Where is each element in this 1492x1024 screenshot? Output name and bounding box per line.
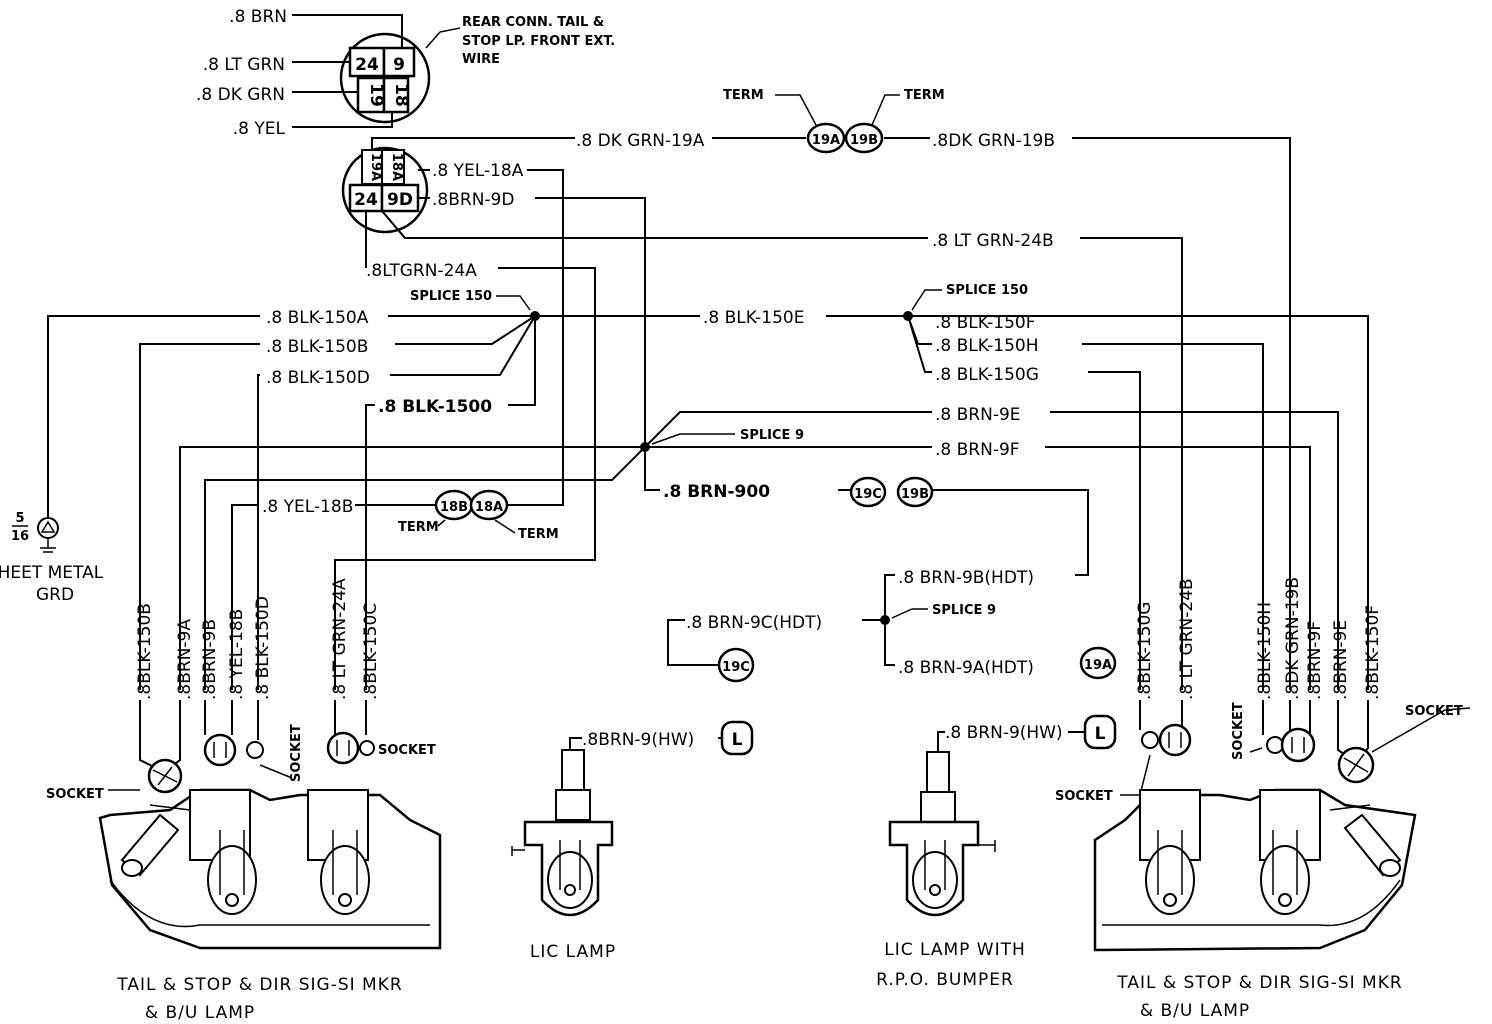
wire-label-brn-9-hw-1: .8BRN-9(HW) xyxy=(582,730,694,750)
wire-label-blk-150d: .8 BLK-150D xyxy=(266,368,370,388)
vlabel-brn-9e: .8BRN-9E xyxy=(1331,620,1351,700)
left-lamp-caption-2: & B/U LAMP xyxy=(145,1003,255,1023)
term-19c-hdt-end: 19C xyxy=(722,660,750,675)
vlabel-brn-9b: .8BRN-9B xyxy=(200,619,220,700)
term-19a-hdt-end: 19A xyxy=(1084,658,1112,673)
wire-label-dk-grn: .8 DK GRN xyxy=(196,85,285,105)
term-19b: 19B xyxy=(850,133,878,148)
right-lamp-caption-2: & B/U LAMP xyxy=(1140,1001,1250,1021)
hdt-harness: 19C 19B .8 BRN-9B(HDT) .8 BRN-9C(HDT) .8… xyxy=(667,476,1117,683)
splice-9-label: SPLICE 9 xyxy=(740,428,804,443)
wire-label-brn: .8 BRN xyxy=(229,7,287,27)
term-18a: 18A xyxy=(475,500,503,515)
term-l-2: L xyxy=(1095,724,1106,744)
wire-label-brn-9f: .8 BRN-9F xyxy=(935,440,1020,460)
wire-label-yel-18b: .8 YEL-18B xyxy=(262,497,353,517)
upper-wiring: .8 DK GRN-19A .8DK GRN-19B 19A 19B TERM … xyxy=(0,88,1369,690)
wire-label-blk-1500: .8 BLK-1500 xyxy=(378,397,492,417)
term-label-19b: TERM xyxy=(904,88,945,103)
socket-label-right-2: SOCKET xyxy=(1231,702,1246,760)
wire-label-brn-9-hw-2: .8 BRN-9(HW) xyxy=(945,723,1063,743)
wire-label-dk-grn-19a: .8 DK GRN-19A xyxy=(576,131,705,151)
connector-note-line2: STOP LP. FRONT EXT. xyxy=(462,34,615,49)
vlabel-blk-150f: .8BLK-150F xyxy=(1363,605,1383,700)
wire-label-brn-9a-hdt: .8 BRN-9A(HDT) xyxy=(898,658,1034,678)
vlabel-blk-150c: .8BLK-150C xyxy=(361,603,381,700)
cavity-19: 19 xyxy=(366,83,386,107)
wire-label-lt-grn: .8 LT GRN xyxy=(203,55,285,75)
wire-label-blk-150b: .8 BLK-150B xyxy=(266,337,368,357)
vlabel-brn-9f: .8BRN-9F xyxy=(1305,621,1325,700)
wire-label-yel: .8 YEL xyxy=(233,119,286,139)
socket-label-left-3: SOCKET xyxy=(378,743,436,758)
term-l-1: L xyxy=(732,730,743,750)
ground-size-den: 16 xyxy=(11,529,29,544)
vlabel-blk-150h: .8BLK-150H xyxy=(1255,602,1275,700)
wire-label-lt-grn-24b: .8 LT GRN-24B xyxy=(932,231,1054,251)
term-19a: 19A xyxy=(812,133,840,148)
ground-size-num: 5 xyxy=(15,511,24,526)
middle-connector: 19A 18A 24 9D .8 YEL-18A .8BRN-9D .8LTGR… xyxy=(341,146,524,281)
ground-label-line2: GRD xyxy=(36,585,74,605)
lic-lamp-bumper-caption-2: R.P.O. BUMPER xyxy=(876,970,1014,990)
term-19b-hdt: 19B xyxy=(901,487,929,502)
vlabel-blk-150b: .8BLK-150B xyxy=(135,603,155,700)
splice-150-label-right: SPLICE 150 xyxy=(946,283,1028,298)
wire-label-brn-9d: .8BRN-9D xyxy=(432,190,514,210)
wire-label-blk-150g: .8 BLK-150G xyxy=(935,365,1039,385)
right-lamp-caption-1: TAIL & STOP & DIR SIG-SI MKR xyxy=(1116,973,1402,993)
wire-label-brn-9c-hdt: .8 BRN-9C(HDT) xyxy=(686,613,822,633)
wire-label-ltgrn-24a: .8LTGRN-24A xyxy=(366,261,477,281)
wire-label-brn-900: .8 BRN-900 xyxy=(663,482,770,502)
socket-label-right-1: SOCKET xyxy=(1055,789,1113,804)
vlabel-lt-grn-24a: .8 LT GRN-24A xyxy=(330,578,350,700)
left-lamp-caption-1: TAIL & STOP & DIR SIG-SI MKR xyxy=(116,975,402,995)
left-lamp-assembly: SOCKET SOCKET SOCKET TAIL & STOP & DIR S… xyxy=(46,700,442,1023)
splice-150-label-left: SPLICE 150 xyxy=(410,289,492,304)
wire-label-dk-grn-19b: .8DK GRN-19B xyxy=(932,131,1055,151)
cavity-18: 18 xyxy=(391,83,411,107)
right-lamp-assembly: SOCKET SOCKET SOCKET TAIL & STOP & DIR S… xyxy=(1055,700,1471,1021)
term-label-19a: TERM xyxy=(723,88,764,103)
vlabel-dk-grn-19b: .8DK GRN-19B xyxy=(1283,577,1303,700)
lic-lamp-bumper: .8 BRN-9(HW) L LIC LAMP WITH R.P.O. BUMP… xyxy=(876,714,1117,990)
socket-label-right-3: SOCKET xyxy=(1405,704,1463,719)
connector-note-line3: WIRE xyxy=(462,52,500,67)
top-connector: 24 9 19 18 .8 BRN .8 LT GRN .8 DK GRN .8… xyxy=(196,7,615,139)
connector-note-line1: REAR CONN. TAIL & xyxy=(462,15,604,30)
cavity-24-mid: 24 xyxy=(354,190,378,210)
vlabel-yel-18b: .8 YEL-18B xyxy=(227,609,247,700)
cavity-18a: 18A xyxy=(389,153,404,181)
cavity-24: 24 xyxy=(355,55,379,75)
wire-label-blk-150f: .8 BLK-150F xyxy=(935,313,1035,333)
vlabel-lt-grn-24b: .8 LT GRN-24B xyxy=(1177,578,1197,700)
vlabel-blk-150d: .8 BLK-150D xyxy=(253,596,273,700)
term-label-18b: TERM xyxy=(398,520,439,535)
cavity-19a: 19A xyxy=(368,153,383,181)
term-18b: 18B xyxy=(440,500,468,515)
cavity-9d: 9D xyxy=(387,190,413,210)
cavity-9: 9 xyxy=(393,55,405,75)
splice-9-hdt-label: SPLICE 9 xyxy=(932,603,996,618)
lic-lamp-bumper-caption-1: LIC LAMP WITH xyxy=(884,940,1026,960)
wire-label-blk-150a: .8 BLK-150A xyxy=(266,308,369,328)
term-label-18a: TERM xyxy=(518,527,559,542)
socket-label-left-1: SOCKET xyxy=(46,787,104,802)
vlabel-brn-9a: .8BRN-9A xyxy=(175,619,195,700)
vlabel-blk-150g: .8BLK-150G xyxy=(1135,602,1155,700)
vertical-labels-right: .8BLK-150G .8 LT GRN-24B .8BLK-150H .8DK… xyxy=(1135,577,1383,700)
wire-label-yel-18a: .8 YEL-18A xyxy=(432,161,524,181)
socket-label-left-2: SOCKET xyxy=(289,724,304,782)
wire-label-brn-9e: .8 BRN-9E xyxy=(935,405,1021,425)
wire-label-blk-150e: .8 BLK-150E xyxy=(703,308,804,328)
term-19c-hdt: 19C xyxy=(854,487,882,502)
vertical-labels-left: .8BLK-150B .8BRN-9A .8BRN-9B .8 YEL-18B … xyxy=(135,578,381,700)
wire-label-brn-9b-hdt: .8 BRN-9B(HDT) xyxy=(898,568,1034,588)
ground-label-line1: SHEET METAL xyxy=(0,563,104,583)
wire-label-blk-150h: .8 BLK-150H xyxy=(935,336,1039,356)
lic-lamp-caption: LIC LAMP xyxy=(530,942,616,962)
lic-lamp: .8BRN-9(HW) L LIC LAMP xyxy=(511,720,754,962)
